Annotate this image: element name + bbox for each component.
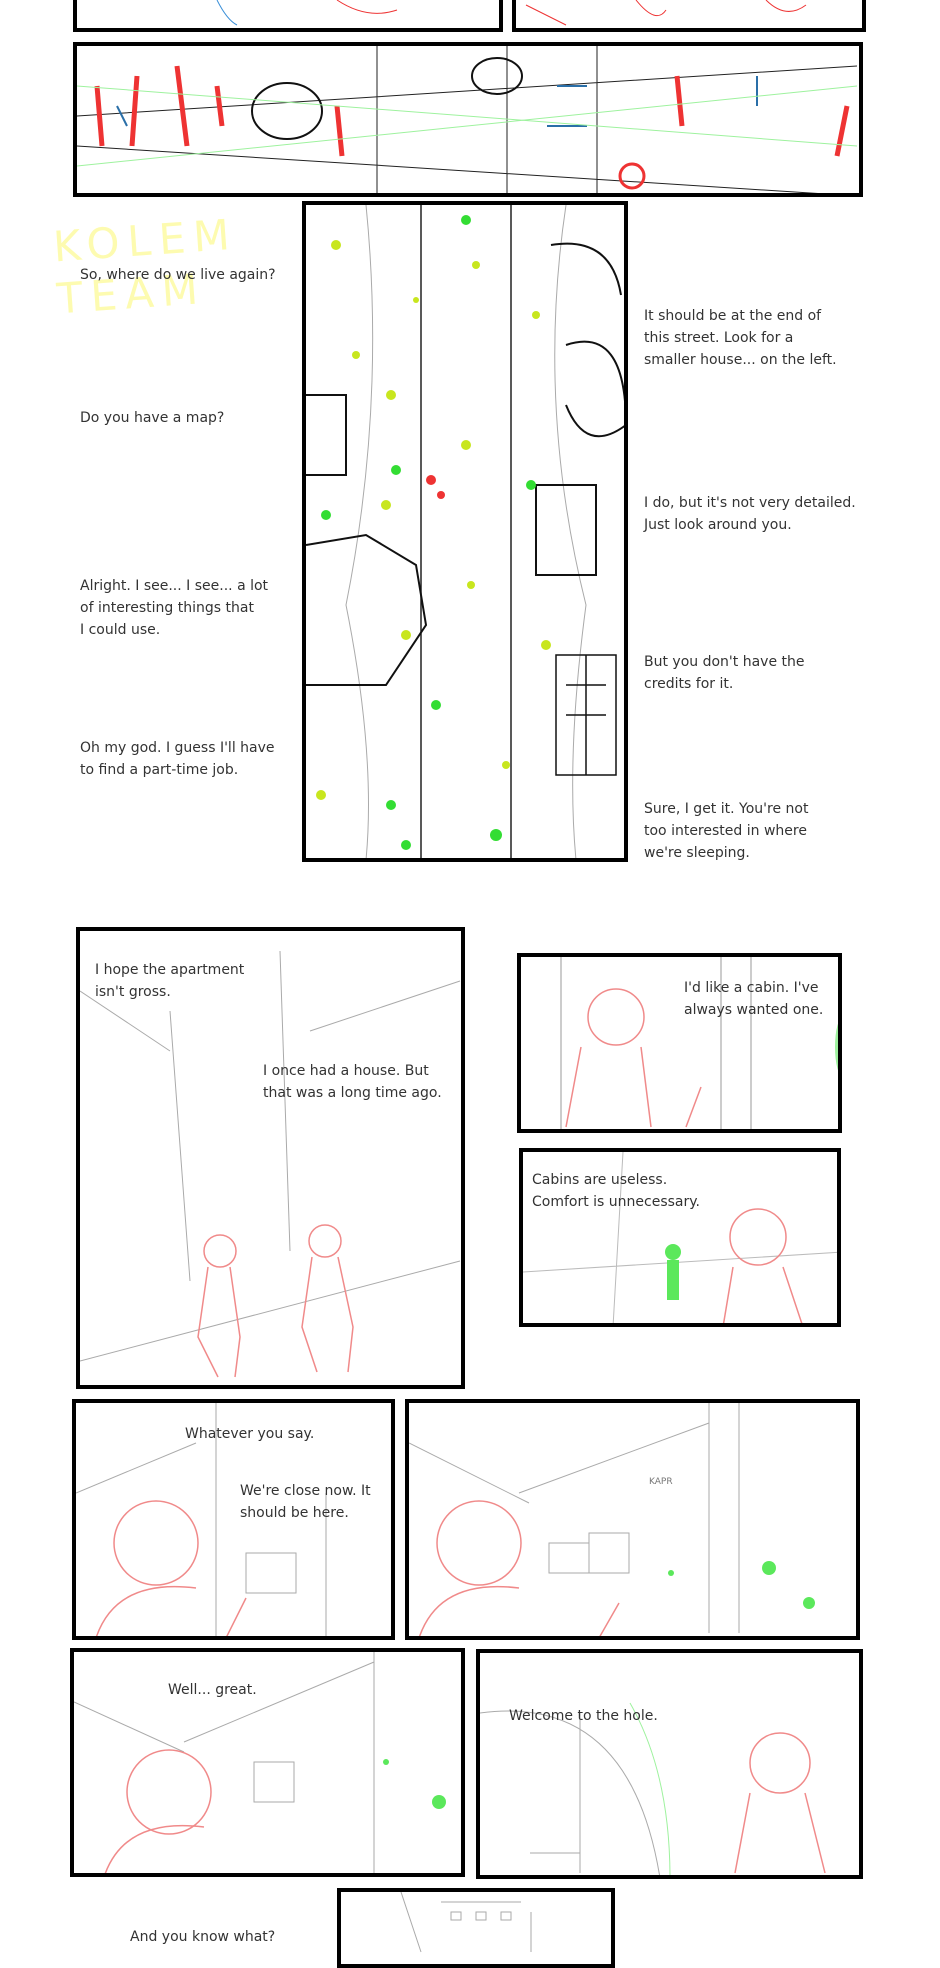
dialogue-right-3: But you don't have the credits for it. [644,654,805,692]
dialogue-left-2: Do you have a map? [80,410,225,426]
caption-f: Well... great. [168,1682,257,1698]
dialogue-right-1: It should be at the end of this street. … [644,308,837,368]
dialogue-left-1: So, where do we live again? [80,267,276,283]
panel-well-great: Well... great. [70,1648,465,1877]
dialogue-right-4: Sure, I get it. You're not too intereste… [644,801,809,861]
close-now-sketch [76,1403,327,1636]
welcome-hole-sketch [480,1702,826,1875]
building-sketch [400,1892,532,1953]
caption-d1: Whatever you say. [185,1426,315,1442]
panel-map [302,201,628,862]
well-great-sketch [74,1652,446,1873]
panel-street-overview [73,42,863,197]
panel-street-wide: KAPR [405,1399,860,1640]
panel-cabin: I'd like a cabin. I've always wanted one… [517,953,842,1133]
caption-h: And you know what? [130,1929,276,1945]
caption-a2: I once had a house. But that was a long … [263,1063,442,1101]
caption-d2: We're close now. It should be here. [240,1483,371,1521]
sketch [525,0,807,26]
panel-alley-walk: I hope the apartment isn't gross. I once… [76,927,465,1389]
street-sketch [77,46,858,193]
panel-comfort: Cabins are useless. Comfort is unnecessa… [519,1148,841,1327]
panel-welcome-hole: Welcome to the hole. [476,1649,863,1879]
sketch [216,0,398,26]
comfort-sketch [523,1152,837,1323]
caption-g: Welcome to the hole. [509,1708,658,1724]
panel-close-now: Whatever you say. We're close now. It sh… [72,1399,395,1640]
dialogue-left-3: Alright. I see... I see... a lot of inte… [80,578,269,638]
alley-sketch [80,950,461,1378]
panel-top-left [73,0,503,32]
sign-kapr: KAPR [649,1477,673,1487]
caption-b: I'd like a cabin. I've always wanted one… [684,980,824,1018]
dialogue-left-4: Oh my god. I guess I'll have to find a p… [80,740,275,778]
caption-a1: I hope the apartment isn't gross. [95,962,245,1000]
cabin-sketch [560,957,838,1129]
dialogue-right-2: I do, but it's not very detailed. Just l… [644,495,856,533]
street-wide-sketch [409,1403,815,1636]
map-sketch [306,205,624,858]
panel-top-right [512,0,866,32]
panel-bottom-partial [337,1888,615,1968]
caption-c: Cabins are useless. Comfort is unnecessa… [532,1172,701,1210]
